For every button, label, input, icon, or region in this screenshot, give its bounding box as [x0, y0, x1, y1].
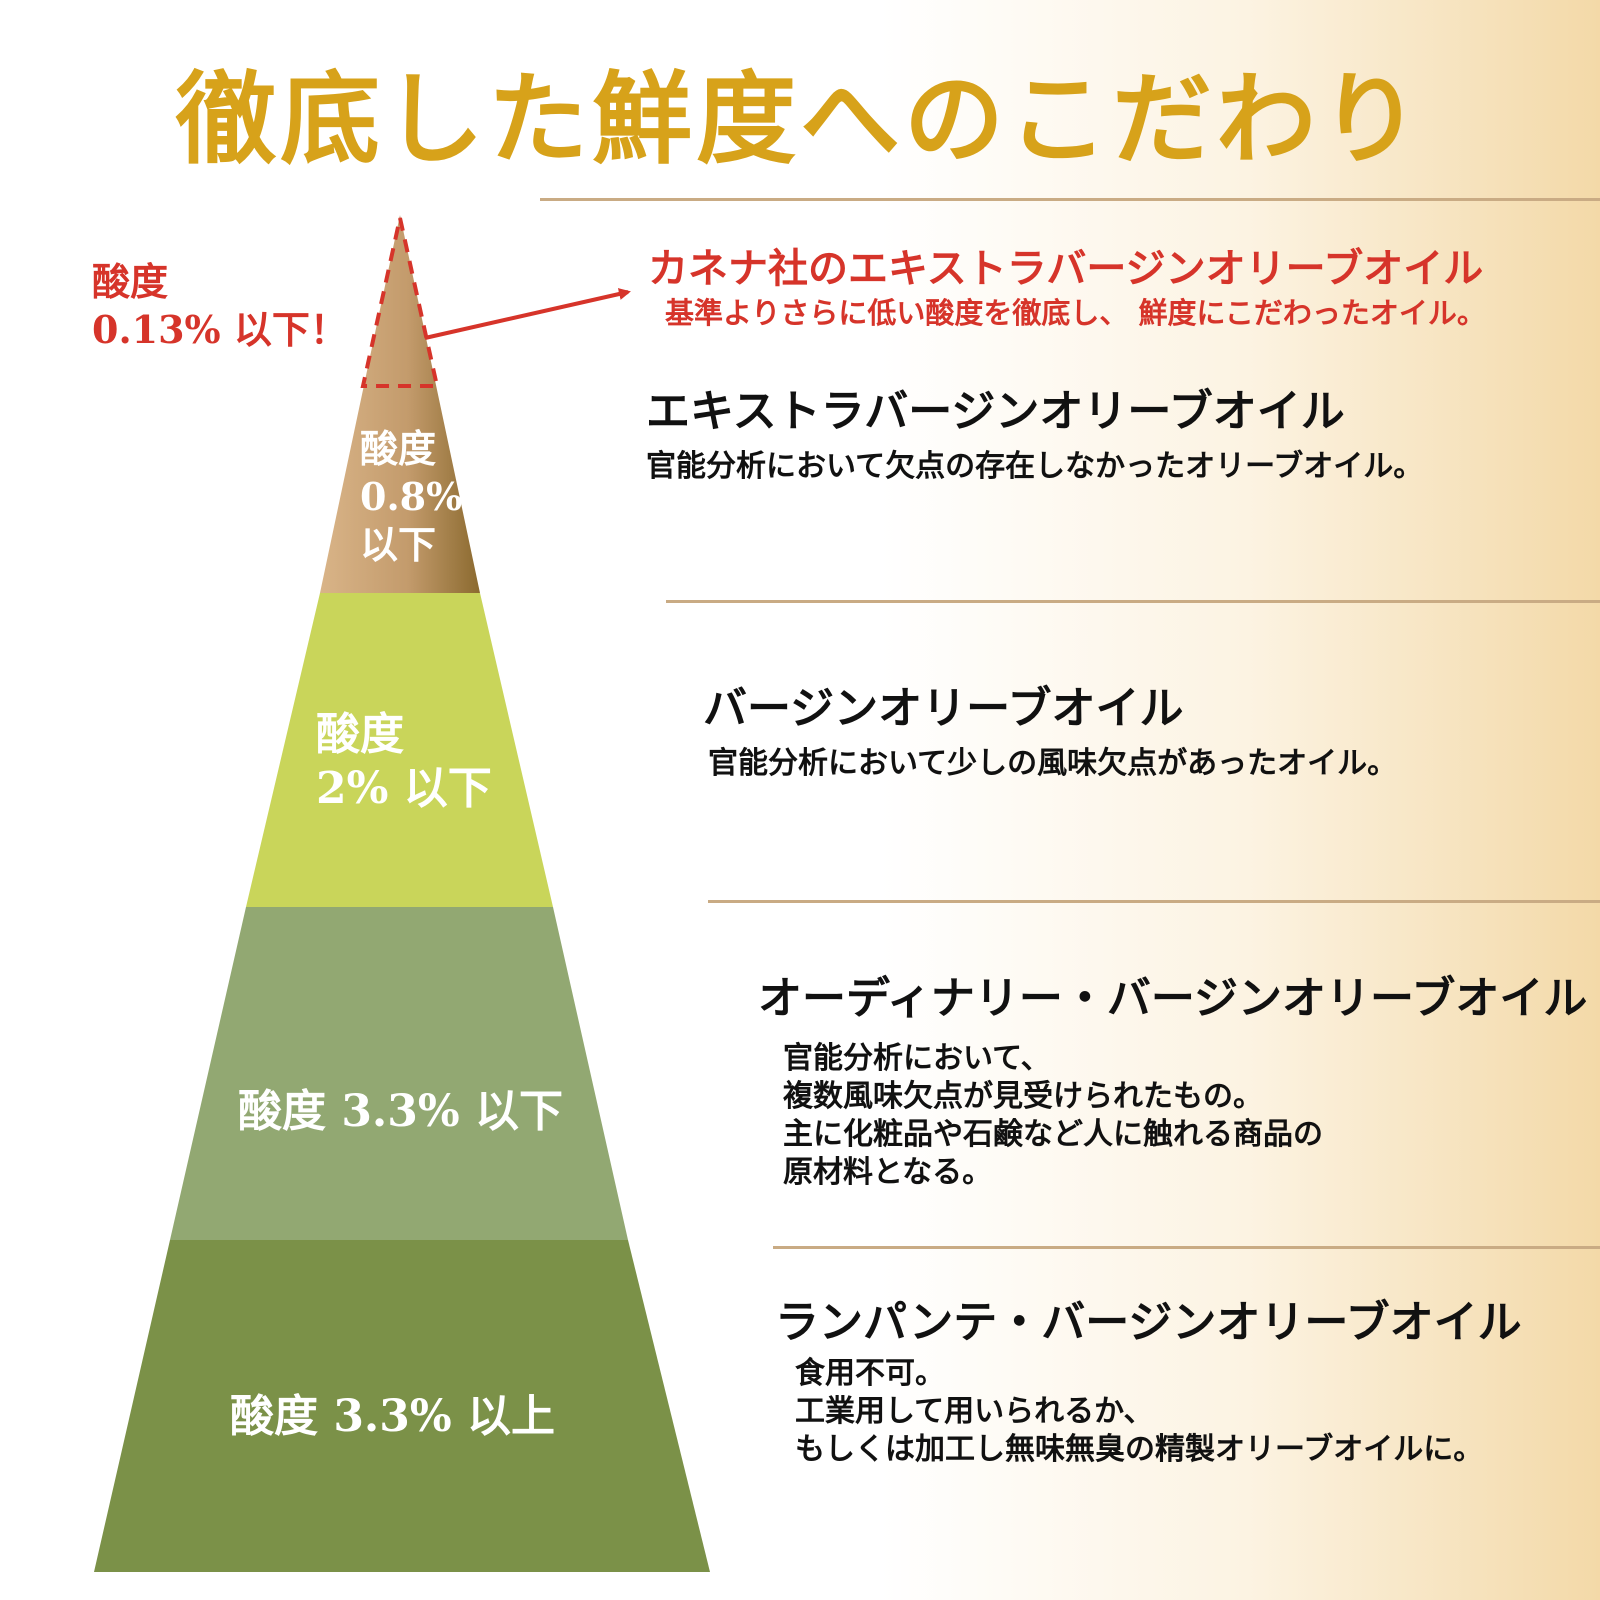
pyramid-tier-extra-virgin — [320, 215, 480, 593]
tier-label-ordinary: 酸度 3.3% 以下 — [238, 1086, 563, 1137]
divider-2 — [708, 900, 1600, 903]
grade-desc-ordinary: 官能分析において、 複数風味欠点が見受けられたもの。 主に化粧品や石鹸など人に触… — [783, 1041, 1323, 1190]
grade-desc-virgin: 官能分析において少しの風味欠点があったオイル。 — [708, 746, 1398, 781]
highlight-acidity-line1: 酸度 — [92, 259, 169, 304]
highlight-arrow — [424, 288, 631, 340]
grade-title-extra-virgin: エキストラバージンオリーブオイル — [646, 386, 1345, 437]
tier-label-line: 2% 以下 — [316, 763, 492, 814]
pyramid-tier-ordinary — [170, 907, 628, 1240]
grade-desc-lampante: 食用不可。 工業用して用いられるか、 もしくは加工し無味無臭の精製オリーブオイル… — [795, 1356, 1484, 1467]
tier-label-line: 0.8% — [360, 474, 463, 519]
grade-title-ordinary: オーディナリー・バージンオリーブオイル — [758, 973, 1588, 1024]
tier-label-virgin: 酸度 2% 以下 — [316, 708, 492, 816]
tier-label-line: 以下 — [360, 522, 437, 567]
highlight-acidity-label: 酸度 0.13% 以下！ — [92, 258, 348, 354]
grade-title-virgin: バージンオリーブオイル — [703, 683, 1184, 734]
highlight-dashed-triangle — [360, 217, 440, 388]
grade-title-lampante: ランパンテ・バージンオリーブオイル — [775, 1297, 1522, 1348]
tier-label-extra-virgin: 酸度 0.8% 以下 — [360, 425, 462, 569]
tier-label-lampante: 酸度 3.3% 以上 — [230, 1391, 555, 1442]
highlight-acidity-line2: 0.13% 以下！ — [92, 307, 348, 352]
grade-desc-extra-virgin: 官能分析において欠点の存在しなかったオリーブオイル。 — [646, 449, 1424, 484]
divider-1 — [666, 600, 1600, 603]
highlight-heading: カネナ社のエキストラバージンオリーブオイル — [648, 245, 1484, 292]
divider-top — [540, 198, 1600, 201]
tier-label-line: 酸度 — [316, 709, 404, 760]
page-title: 徹底した鮮度へのこだわり — [176, 60, 1424, 178]
tier-label-line: 酸度 — [360, 426, 437, 471]
divider-3 — [773, 1246, 1600, 1249]
highlight-subtext: 基準よりさらに低い酸度を徹底し、 鮮度にこだわったオイル。 — [665, 296, 1486, 330]
pyramid-tier-virgin — [246, 593, 553, 907]
pyramid-tier-lampante — [94, 1240, 710, 1572]
